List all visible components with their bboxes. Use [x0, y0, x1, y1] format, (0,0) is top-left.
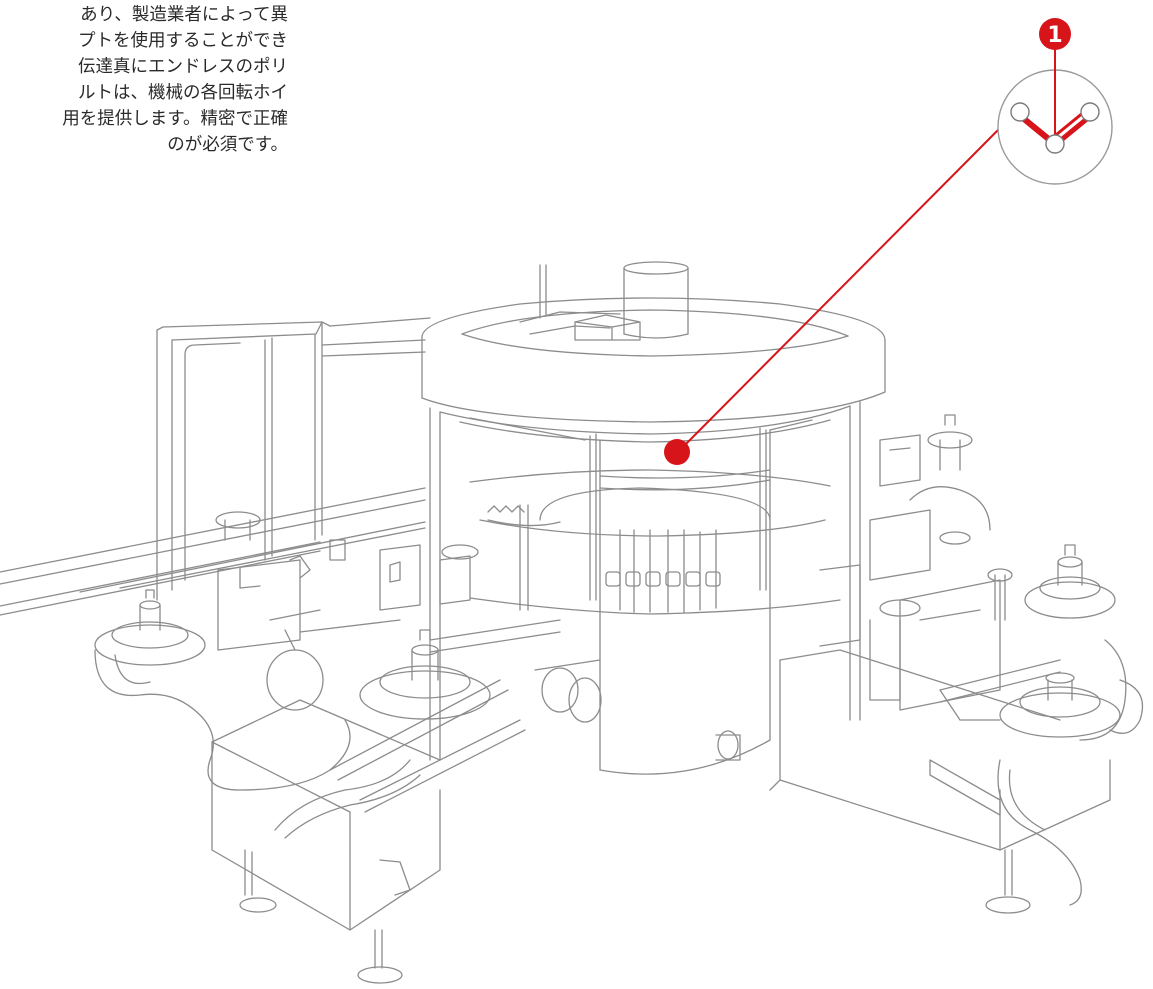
right-labeling-station: [715, 414, 1144, 914]
turret-top: [421, 261, 886, 423]
belt-pulley-icon: [1010, 42, 1100, 154]
description-line: 伝達真にエンドレスのポリ: [78, 57, 288, 77]
main-drum: [429, 401, 861, 775]
frame-gantry: [156, 264, 547, 601]
left-labeling-station: [94, 511, 602, 984]
description-line: ルトは、機械の各回転ホイ: [78, 83, 288, 103]
description-line: あり、製造業者によって異: [80, 5, 288, 25]
callout-number-badge: 1: [1039, 18, 1071, 50]
description-line: プトを使用することができ: [78, 31, 288, 51]
callout-leader-line: [677, 127, 1001, 453]
description-text: あり、製造業者によって異 プトを使用することができ 伝達真にエンドレスのポリ ル…: [0, 0, 300, 190]
description-line: のが必須です。: [167, 135, 288, 155]
callout-detail-circle: [997, 42, 1113, 185]
conveyor-rails: [0, 487, 426, 616]
callout-dot: [664, 439, 690, 465]
description-line: 用を提供します。精密で正確: [62, 109, 288, 129]
callout-number: 1: [1047, 23, 1062, 48]
